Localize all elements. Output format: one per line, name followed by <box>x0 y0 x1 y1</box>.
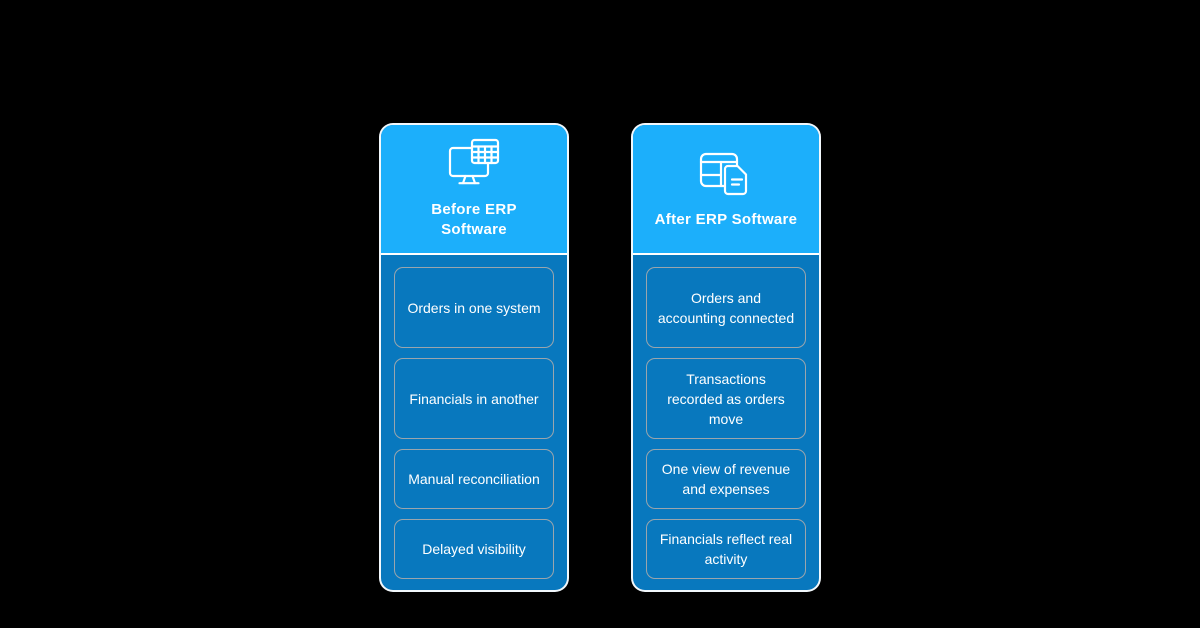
feature-box-label: Delayed visibility <box>422 541 526 557</box>
feature-box-label: One view of revenue and expenses <box>661 461 791 497</box>
card-before-header: Before ERP Software <box>381 125 567 255</box>
table-document-icon <box>697 147 755 199</box>
feature-box: Manual reconciliation <box>394 449 554 509</box>
feature-box-label: Orders in one system <box>407 299 541 316</box>
card-before-erp: Before ERP Software Orders in one system… <box>379 123 569 592</box>
feature-box-label: Manual reconciliation <box>408 471 540 487</box>
cards-row: Before ERP Software Orders in one system… <box>0 123 1200 592</box>
monitor-spreadsheet-icon <box>445 137 503 189</box>
feature-box: Orders in one system <box>394 267 554 348</box>
feature-box: One view of revenue and expenses <box>646 449 806 509</box>
feature-box-label: Orders and accounting connected <box>657 289 795 326</box>
card-after-header: After ERP Software <box>633 125 819 255</box>
feature-box: Delayed visibility <box>394 519 554 579</box>
card-before-title: Before ERP Software <box>431 200 517 240</box>
card-title-line: Before ERP <box>431 200 517 218</box>
card-after-erp: After ERP Software Orders and accounting… <box>631 123 821 592</box>
card-title-line: Software <box>441 220 507 238</box>
feature-box: Financials reflect real activity <box>646 519 806 579</box>
feature-box: Orders and accounting connected <box>646 267 806 348</box>
feature-box-label: Transactions recorded as orders move <box>667 370 785 427</box>
card-title-line: After ERP Software <box>654 210 798 228</box>
card-after-body: Orders and accounting connected Transact… <box>633 255 819 590</box>
card-before-body: Orders in one system Financials in anoth… <box>381 255 567 590</box>
feature-box: Financials in another <box>394 358 554 439</box>
feature-box-label: Financials in another <box>409 390 539 407</box>
card-after-title: After ERP Software <box>655 210 798 230</box>
feature-box: Transactions recorded as orders move <box>646 358 806 439</box>
feature-box-label: Financials reflect real activity <box>659 531 793 567</box>
